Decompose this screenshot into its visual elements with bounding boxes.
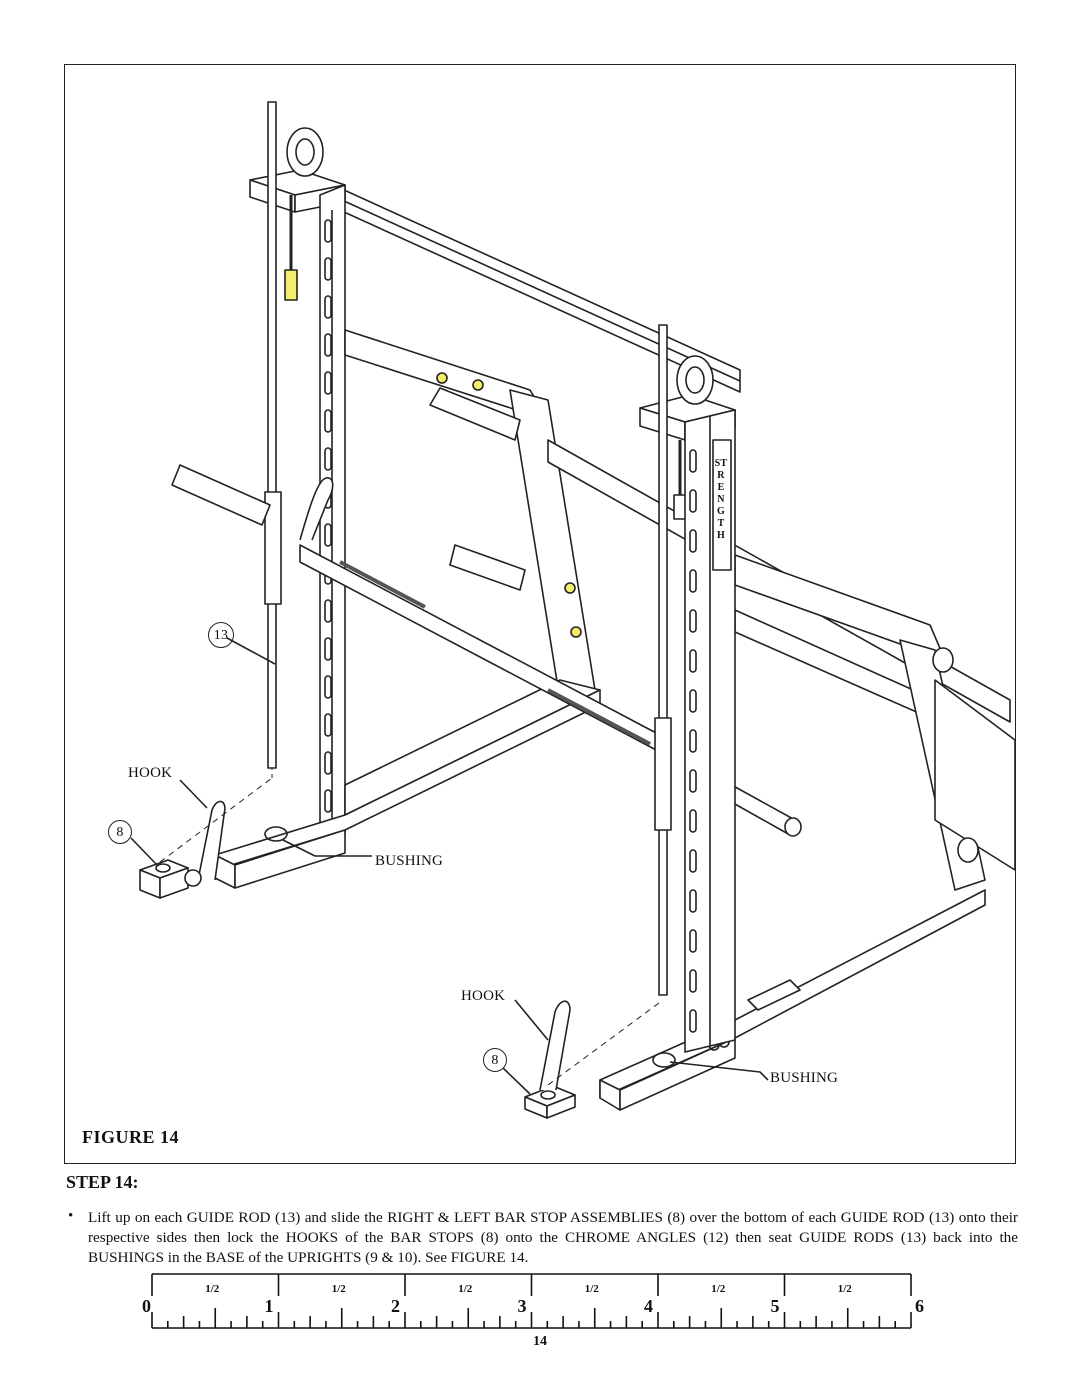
ruler-half-label: 1/2 — [205, 1283, 220, 1295]
ruler-half-label: 1/2 — [458, 1283, 473, 1295]
pulley-left — [286, 127, 324, 177]
ruler-half-label: 1/2 — [585, 1283, 600, 1295]
ruler-inch-number: 6 — [915, 1296, 924, 1316]
guide-rod-right — [658, 324, 668, 996]
callout-hook-left: HOOK — [128, 765, 173, 781]
brand-mark: STRENGTH — [714, 458, 728, 541]
bushing-right — [652, 1052, 676, 1068]
upright-slots-right — [689, 449, 697, 1033]
callout-guide-rod-13: 13 — [208, 622, 234, 648]
ruler-inch-number: 5 — [771, 1296, 780, 1316]
page-number: 14 — [533, 1334, 547, 1349]
step-title: STEP 14: — [66, 1172, 139, 1192]
pulley-right — [676, 355, 714, 405]
ruler-inch-number: 3 — [518, 1296, 527, 1316]
callout-bushing-right: BUSHING — [770, 1070, 839, 1086]
step-instruction: Lift up on each GUIDE ROD (13) and slide… — [88, 1209, 1018, 1266]
hook-left — [197, 800, 226, 881]
ruler-inch-number: 0 — [142, 1296, 151, 1316]
ruler-inch-number: 4 — [644, 1296, 653, 1316]
step-bullet: • — [68, 1208, 74, 1224]
callout-bushing-left: BUSHING — [375, 853, 444, 869]
ruler-half-label: 1/2 — [711, 1283, 726, 1295]
callout-hook-right: HOOK — [461, 988, 506, 1004]
ruler-inch-number: 2 — [391, 1296, 400, 1316]
guide-rod-left — [267, 101, 277, 769]
ruler-inch-number: 1 — [265, 1296, 274, 1316]
ruler-half-label: 1/2 — [332, 1283, 347, 1295]
smith-machine-illustration — [130, 101, 1016, 1119]
ruler-half-label: 1/2 — [838, 1283, 853, 1295]
inch-ruler: 0 1 2 3 4 5 6 1/2 1/2 1/2 1/2 1/2 1/2 — [142, 1273, 924, 1329]
figure-frame — [64, 64, 1016, 1164]
bushing-left — [264, 826, 288, 842]
callout-bar-stop-left-8: 8 — [108, 820, 132, 844]
figure-caption: FIGURE 14 — [82, 1127, 180, 1147]
hook-right — [539, 1000, 571, 1091]
callout-bar-stop-right-8: 8 — [483, 1048, 507, 1072]
